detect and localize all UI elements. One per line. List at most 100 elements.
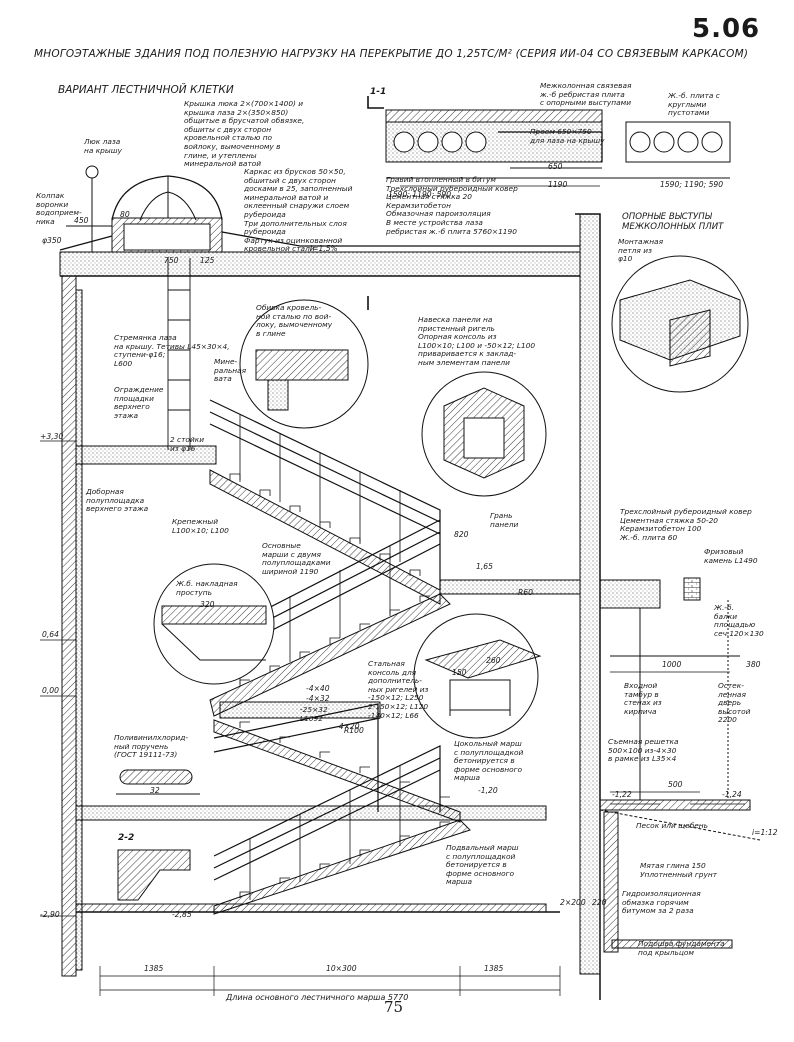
dim-350: φ350 — [42, 236, 62, 245]
dim-1190: 1190 — [548, 180, 568, 189]
elev-290: -2,90 — [40, 910, 60, 919]
landing-top — [75, 445, 217, 465]
floor-slab-entry — [599, 579, 661, 609]
dim-650: 650 — [548, 162, 563, 171]
note-steel-console: Стальная консоль для дополнитель- ных ри… — [368, 659, 429, 720]
drawing-subtitle: ВАРИАНТ ЛЕСТНИЧНОЙ КЛЕТКИ — [58, 84, 234, 96]
note-roof-layers: Гравий втопленный в битум Трехслойный ру… — [386, 175, 518, 236]
landing-upper — [439, 579, 581, 595]
dim-1385-left: 1385 — [144, 964, 164, 973]
frieze-stone — [683, 577, 701, 601]
note-frame: Каркас из брусков 50×50, обшитый с двух … — [244, 167, 353, 254]
dim-820: 820 — [454, 530, 469, 539]
elev-064: 0,64 — [42, 630, 59, 639]
note-tread: Ж.б. накладная проступь — [176, 579, 238, 597]
roof-ladder — [167, 258, 191, 450]
porch-slab — [599, 799, 751, 811]
dim-angle-4: -4×20 — [336, 722, 360, 731]
dim-angle-1: -4×40 — [306, 684, 330, 693]
flight-4 — [213, 819, 471, 915]
note-roof-sheet: Обивка кровель- ной сталью по вой- локу,… — [256, 303, 333, 338]
dim-125: 125 — [200, 256, 215, 265]
note-extra-landing: Доборная полуплощадка верхнего этажа — [86, 487, 149, 514]
right-wall — [579, 213, 601, 975]
dim-220: 220 — [592, 898, 607, 907]
dim-slope-2: i=1:12 — [752, 828, 778, 837]
dim-320: 320 — [200, 600, 215, 609]
elev-165: 1,65 — [476, 562, 493, 571]
note-mount-loop: Монтажная петля из φ10 — [618, 237, 664, 264]
dim-r100: R100 — [344, 726, 364, 735]
dim-10x300: 10×300 — [326, 964, 357, 973]
dim-r60: R60 — [518, 588, 533, 597]
note-beams: Ж.-б. балки площадью сеч.120×130 — [714, 603, 764, 638]
note-roof-hatch: Люк лаза на крышу — [84, 137, 122, 155]
note-base-flight: Цокольный марш с полуплощадкой бетонируе… — [454, 739, 524, 783]
funnel-cap — [85, 165, 99, 179]
elev-122: -1,22 — [612, 790, 632, 799]
dim-380: 380 — [746, 660, 761, 669]
elev-120: -1,20 — [478, 786, 498, 795]
note-panel-hang: Навеска панели на пристенный ригель Опор… — [418, 315, 536, 367]
elev-000: 0,00 — [42, 686, 59, 695]
dim-32: 32 — [150, 786, 160, 795]
elev-124: -1,24 — [722, 790, 742, 799]
note-posts: 2 стойки из φ16 — [170, 435, 205, 453]
section-2-2 — [117, 849, 191, 901]
dim-150: 150 — [452, 668, 467, 677]
section-1-1-label: 1-1 — [370, 87, 387, 97]
note-fence: Ограждение площадки верхнего этажа — [114, 385, 164, 420]
note-panel-edge: Грань панели — [490, 511, 519, 529]
note-basement-flight: Подвальный марш с полуплощадкой бетониру… — [446, 843, 519, 887]
note-frieze: Фризовый камень L1490 — [704, 547, 758, 565]
dim-500: 500 — [668, 780, 683, 789]
note-handrail: Поливинилхлорид- ный поручень (ГОСТ 1911… — [114, 733, 189, 760]
elev-330: +3,30 — [40, 432, 64, 441]
landing-basement — [75, 805, 547, 821]
page-number: 75 — [384, 998, 404, 1016]
dim-1590-right: 1590; 1190; 590 — [660, 180, 724, 189]
note-clay: Мятая глина 150 Уплотненный грунт — [640, 861, 718, 879]
dim-1590-left: 1590; 1190; 590 — [388, 190, 452, 199]
note-funnel-cap: Колпак воронки водоприем- ника — [36, 191, 82, 226]
dim-80: 80 — [120, 210, 130, 219]
handrail-profile — [119, 769, 193, 785]
dim-1385-right: 1385 — [484, 964, 504, 973]
dim-260: 260 — [486, 656, 501, 665]
dim-slope: i=1,5% — [310, 244, 338, 253]
page-code: 5.06 — [692, 14, 761, 44]
section-2-2-label: 2-2 — [118, 833, 135, 843]
footing — [611, 939, 733, 949]
note-waterproof: Гидроизоляционная обмазка горячим битумо… — [622, 889, 701, 916]
dim-750: 750 — [164, 256, 179, 265]
note-ladder: Стремянка лаза на крышу. Тетивы L45×30×4… — [114, 333, 230, 368]
note-main-flights: Основные марши с двумя полуплощадками ши… — [262, 541, 331, 576]
note-fastener: Крепежный L100×10; L100 — [172, 517, 229, 535]
note-vestibule: Входной тамбур в стенах из кирпича — [624, 681, 662, 716]
flight-2 — [209, 593, 451, 717]
note-hollow-slab: Ж.-б. плита с круглыми пустотами — [668, 91, 720, 118]
note-opening: Проем 650×750 для лаза на крышу — [530, 127, 605, 145]
bottom-dimension-label: Длина основного лестничного марша 5770 — [226, 993, 409, 1002]
note-rib-slab: Межколонная связевая ж.-б ребристая плит… — [540, 81, 632, 108]
dim-450: 450 — [74, 216, 89, 225]
note-grate: Съемная решетка 500×100 из-4×30 в рамке … — [608, 737, 679, 764]
note-footing: Подошва фундамента под крыльцом — [638, 939, 725, 957]
page-header: МНОГОЭТАЖНЫЕ ЗДАНИЯ ПОД ПОЛЕЗНУЮ НАГРУЗК… — [34, 48, 749, 60]
dim-angle-3: -25×32 L1092 — [300, 705, 328, 723]
section-1-1-topping — [385, 109, 603, 123]
note-min-wool: Мине- ральная вата — [214, 357, 247, 384]
dim-angle-2: -4×32 — [306, 694, 330, 703]
dim-1000: 1000 — [662, 660, 682, 669]
note-hatch-lid: Крышка люка 2×(700×1400) и крышка лаза 2… — [184, 99, 305, 169]
note-door: Остек- ленная дверь высотой 2200 — [718, 681, 751, 725]
note-support-title: ОПОРНЫЕ ВЫСТУПЫ МЕЖКОЛОННЫХ ПЛИТ — [622, 212, 724, 232]
basement-floor — [75, 903, 547, 913]
dim-2x200: 2×200 — [560, 898, 586, 907]
roof-slab — [59, 251, 581, 277]
elev-285: -2,85 — [172, 910, 192, 919]
note-sand: Песок или щебень — [636, 821, 708, 830]
note-floor-layers: Трехслойный рубероидный ковер Цементная … — [620, 507, 752, 542]
left-wall — [61, 275, 77, 977]
